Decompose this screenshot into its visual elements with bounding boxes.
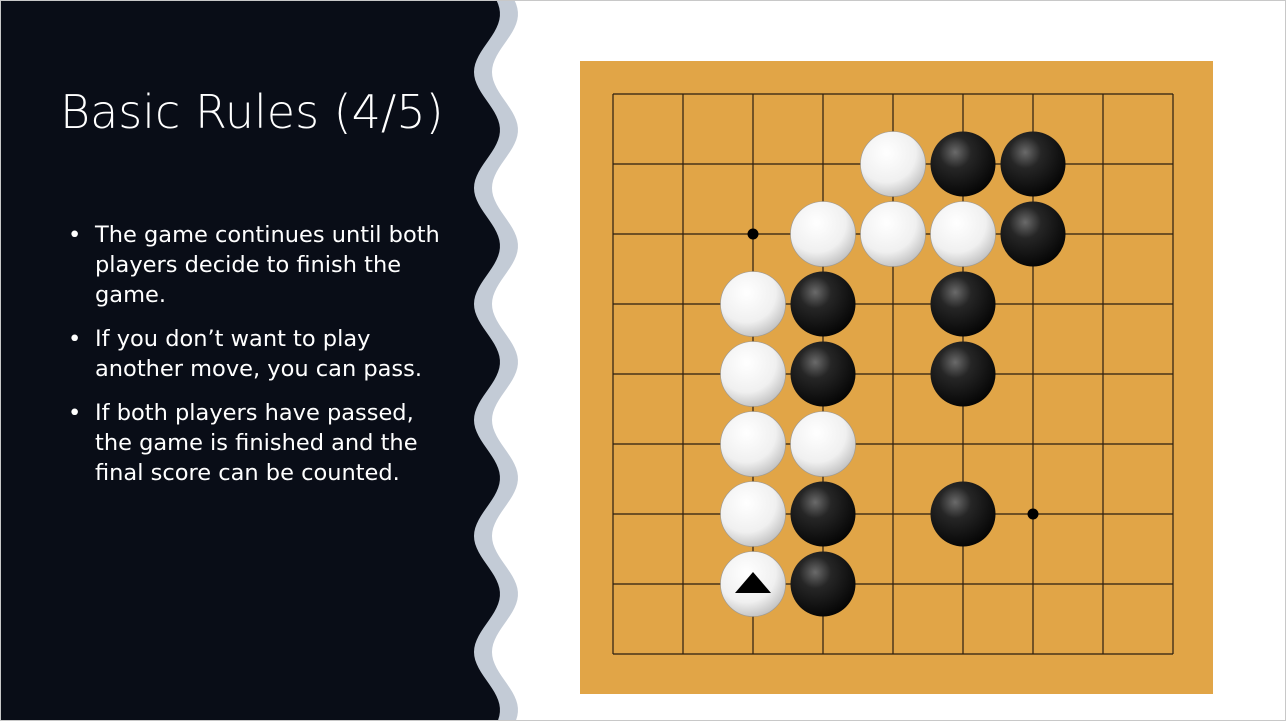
white-stone xyxy=(791,412,856,477)
bullet-text: If you don’t want to play another move, … xyxy=(95,326,422,382)
go-board-diagram xyxy=(580,61,1213,694)
bullet-item: • The game continues until both players … xyxy=(66,220,446,310)
white-stone xyxy=(721,412,786,477)
white-stone xyxy=(861,202,926,267)
star-point xyxy=(748,229,759,240)
black-stone xyxy=(791,482,856,547)
black-stone xyxy=(931,342,996,407)
white-stone xyxy=(931,202,996,267)
black-stone xyxy=(791,552,856,617)
bullet-dot: • xyxy=(68,324,81,354)
bullet-dot: • xyxy=(68,398,81,428)
white-stone xyxy=(791,202,856,267)
go-board xyxy=(580,61,1213,694)
slide-title: Basic Rules (4/5) xyxy=(60,80,444,144)
bullet-item: • If both players have passed, the game … xyxy=(66,398,446,488)
bullet-list: • The game continues until both players … xyxy=(66,220,446,502)
white-stone xyxy=(721,482,786,547)
black-stone xyxy=(791,272,856,337)
star-point xyxy=(1028,509,1039,520)
black-stone xyxy=(931,482,996,547)
white-stone xyxy=(721,552,786,617)
bullet-text: If both players have passed, the game is… xyxy=(95,400,418,486)
white-stone xyxy=(721,272,786,337)
bullet-item: • If you don’t want to play another move… xyxy=(66,324,446,384)
bullet-text: The game continues until both players de… xyxy=(95,222,440,308)
black-stone xyxy=(791,342,856,407)
white-stone xyxy=(721,342,786,407)
black-stone xyxy=(1001,132,1066,197)
black-stone xyxy=(931,272,996,337)
white-stone xyxy=(861,132,926,197)
black-stone xyxy=(1001,202,1066,267)
black-stone xyxy=(931,132,996,197)
bullet-dot: • xyxy=(68,220,81,250)
